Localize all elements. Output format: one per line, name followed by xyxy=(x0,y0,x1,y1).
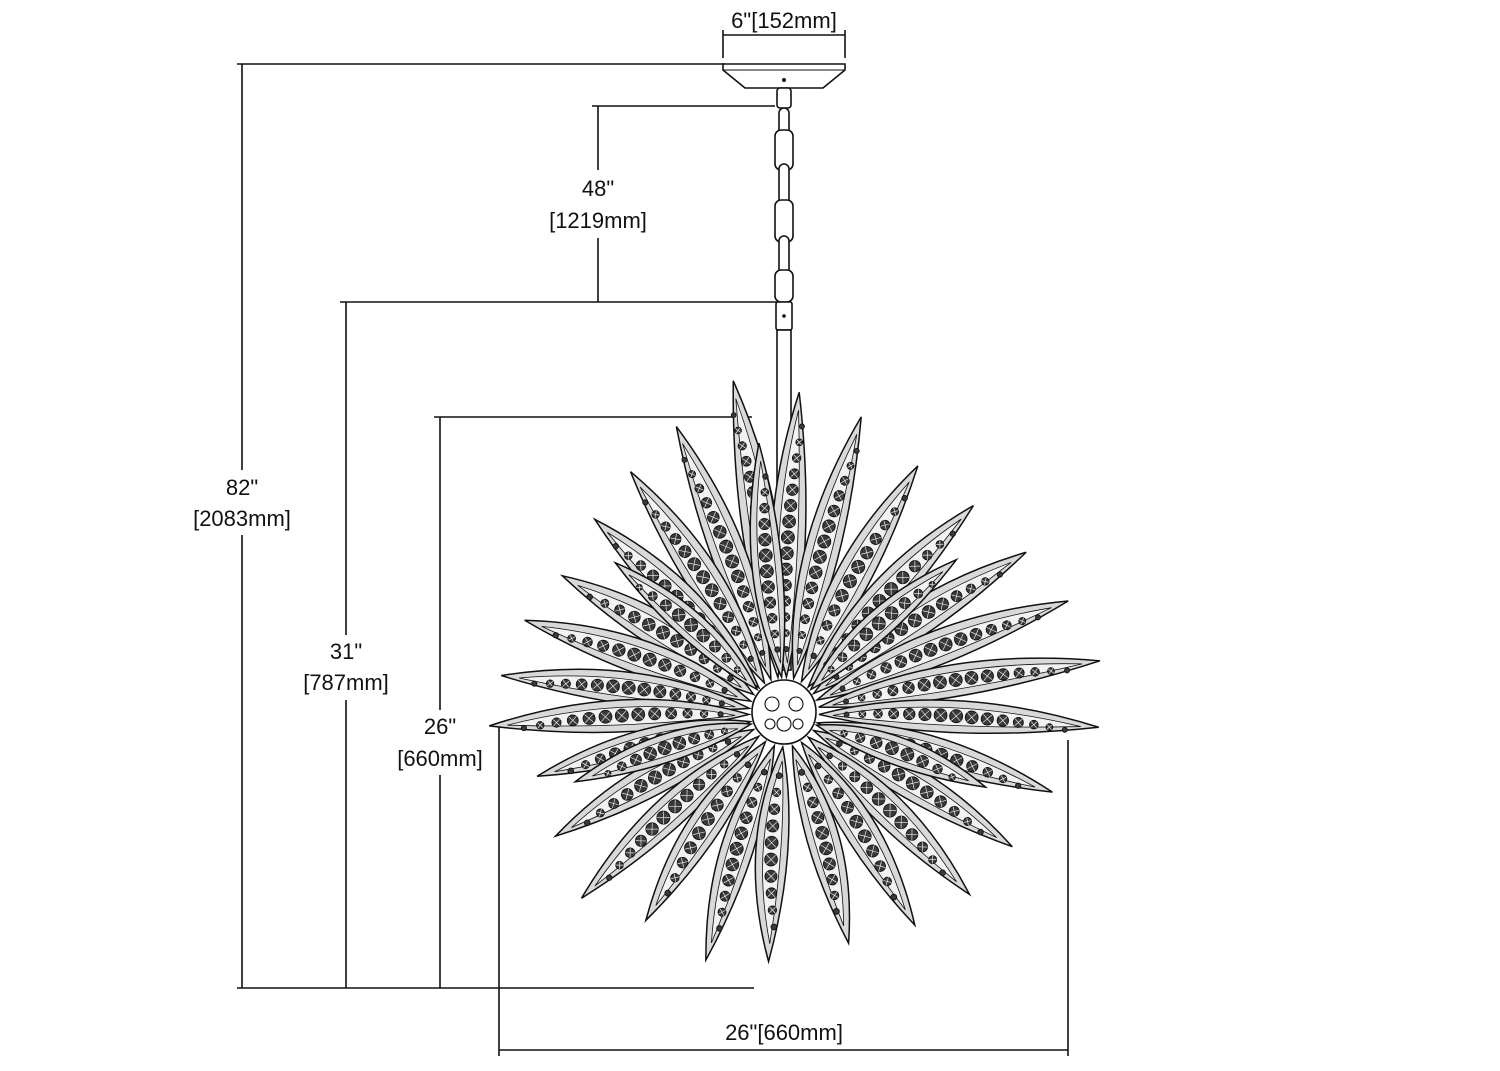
crystal-bead xyxy=(1061,726,1068,733)
leaf xyxy=(524,619,754,703)
crystal-bead xyxy=(727,674,734,682)
crystal-bead xyxy=(949,530,956,537)
crystal-bead xyxy=(552,632,559,639)
leaf xyxy=(613,561,759,692)
crystal-bead xyxy=(836,740,843,747)
crystal-bead xyxy=(721,687,728,694)
crystal-bead xyxy=(774,646,781,653)
crystal-bead xyxy=(977,828,984,836)
ceiling-canopy xyxy=(722,63,846,89)
crystal-bead xyxy=(681,456,688,463)
crystal-bead xyxy=(531,680,538,687)
crystal-bead xyxy=(939,869,946,877)
crystal-bead xyxy=(760,768,768,776)
crystal-bead xyxy=(1034,614,1041,621)
crystal-bead xyxy=(1015,782,1022,789)
crystal-bead xyxy=(775,772,783,780)
overall-height-inches: 82" xyxy=(226,475,258,500)
crystal-bead xyxy=(843,711,850,718)
crystal-bead xyxy=(759,649,766,656)
crystal-bead xyxy=(724,738,732,745)
crystal-bead xyxy=(826,752,833,760)
crystal-bead xyxy=(890,893,898,901)
leaf xyxy=(791,743,851,946)
crystal-bead xyxy=(606,874,613,881)
crystal-bead xyxy=(520,725,527,732)
leaf xyxy=(629,471,766,686)
crystal-bead xyxy=(744,761,752,769)
leaf-cluster xyxy=(489,380,1101,965)
chain-length-mm: [1219mm] xyxy=(549,208,647,233)
leaf xyxy=(800,465,919,685)
crystal-bead xyxy=(747,655,754,662)
crystal-bead xyxy=(730,412,737,418)
leaf xyxy=(559,574,756,696)
suspension-chain xyxy=(774,87,794,331)
canopy-width-label: 6"[152mm] xyxy=(731,8,837,33)
crystal-bead xyxy=(814,762,822,770)
crystal-bead xyxy=(833,907,840,915)
crystal-bead xyxy=(770,923,778,931)
dimension-lines xyxy=(237,30,1069,1056)
chain-length-inches: 48" xyxy=(582,176,614,201)
leaf xyxy=(749,442,786,680)
crystal-bead xyxy=(996,571,1003,578)
crystal-bead xyxy=(642,499,649,506)
leaf xyxy=(754,744,790,965)
crystal-bead xyxy=(853,447,860,454)
leaf xyxy=(705,743,776,961)
overall-height-mm: [2083mm] xyxy=(193,506,291,531)
leaf xyxy=(818,699,1099,735)
crystal-bead xyxy=(664,889,672,897)
crystal-bead xyxy=(1064,667,1071,674)
crystal-bead xyxy=(810,652,817,659)
body-height-mm: [660mm] xyxy=(397,746,483,771)
crystal-bead xyxy=(716,925,723,932)
crystal-bead xyxy=(843,698,849,705)
leaf xyxy=(814,724,989,789)
leaf xyxy=(809,557,959,692)
leaf xyxy=(806,735,971,895)
crystal-bead xyxy=(567,767,575,775)
leaf xyxy=(644,739,767,923)
leaf xyxy=(572,722,754,783)
crystal-bead xyxy=(762,473,769,480)
leaf xyxy=(818,657,1101,709)
crystal-bead xyxy=(798,769,806,776)
leaf xyxy=(791,416,862,682)
crystal-bead xyxy=(901,495,908,502)
crystal-bead xyxy=(584,819,591,827)
crystal-bead xyxy=(796,647,803,654)
leaf xyxy=(675,426,772,683)
crystal-bead xyxy=(733,751,741,758)
body-with-stem-height-inches: 31" xyxy=(330,639,362,664)
leaf xyxy=(580,734,761,899)
crystal-bead xyxy=(799,423,805,430)
crystal-bead xyxy=(717,711,724,718)
body-width-label: 26"[660mm] xyxy=(725,1020,843,1045)
center-hub xyxy=(751,679,817,745)
crystal-bead xyxy=(839,685,846,692)
crystal-bead xyxy=(586,593,593,601)
crystal-bead xyxy=(612,543,619,550)
body-with-stem-height-mm: [787mm] xyxy=(303,670,389,695)
body-height-inches: 26" xyxy=(424,714,456,739)
leaf xyxy=(811,551,1027,696)
crystal-bead xyxy=(718,700,725,707)
